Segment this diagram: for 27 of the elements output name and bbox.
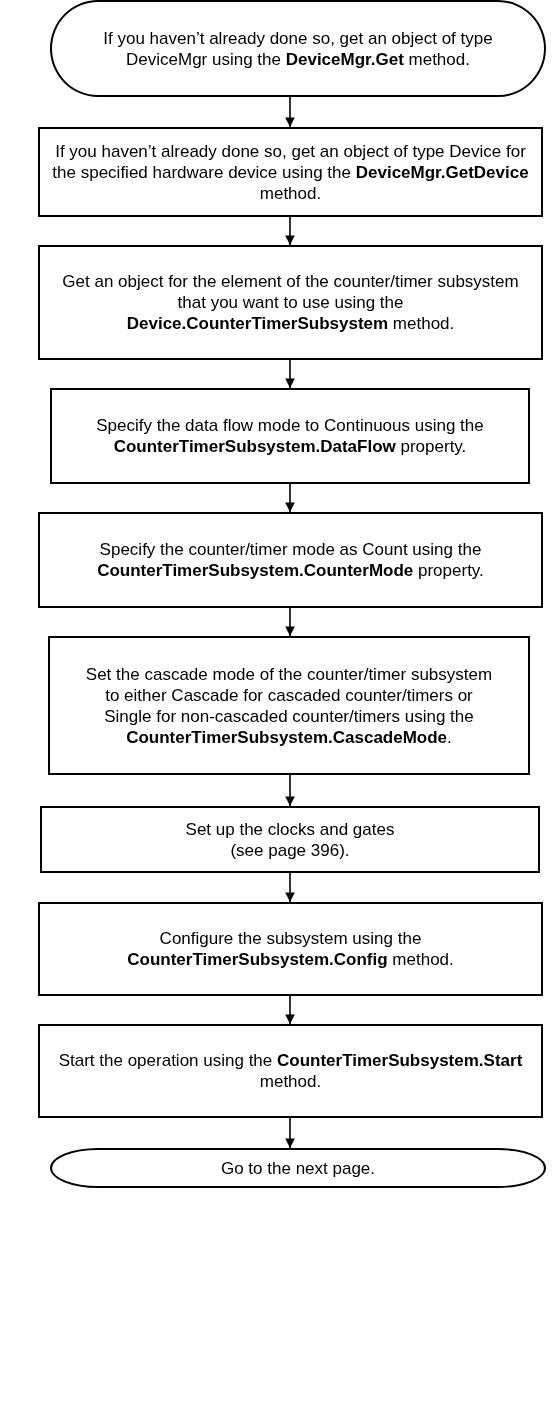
step-text: Start the operation using the CounterTimerSubsystem.Start method.: [57, 1050, 524, 1092]
step-text: Get an object for the element of the counter/timer subsystem that you want to use using the Device.CounterTimerSubsystem method.: [61, 271, 520, 334]
step-text: If you haven’t already done so, get an object of type DeviceMgr using the DeviceMgr.Get method.: [102, 27, 494, 70]
process-box: [38, 512, 543, 608]
arrow: [285, 774, 295, 807]
arrow: [285, 483, 295, 513]
process-box: [38, 1024, 543, 1118]
process-box: [38, 245, 543, 360]
step-text: Go to the next page.: [220, 1157, 376, 1179]
step-text: Specify the data flow mode to Continuous using the CounterTimerSubsystem.DataFlow property.: [95, 415, 485, 457]
step-text: If you haven’t already done so, get an object of type Device for the specified hardware device using the DeviceMgr.GetDevice method.: [51, 140, 530, 204]
arrow: [285, 359, 295, 389]
step-text: Configure the subsystem using the CounterTimerSubsystem.Config method.: [126, 928, 455, 970]
step-text: Set the cascade mode of the counter/timer subsystem to either Cascade for cascaded counter/timers or Single for non-cascaded counter/timers using the CounterTimerSubsystem.CascadeMode.: [84, 663, 494, 748]
process-box: [40, 806, 540, 873]
process-box: [38, 902, 543, 996]
step-text: Set up the clocks and gates (see page 396).: [184, 818, 396, 861]
step-text: Specify the counter/timer mode as Count using the CounterTimerSubsystem.CounterMode property.: [96, 539, 485, 581]
arrow: [285, 216, 295, 246]
arrow: [285, 607, 295, 637]
arrow: [285, 1117, 295, 1149]
arrow: [285, 872, 295, 903]
arrow: [285, 96, 295, 128]
process-box: [50, 388, 530, 484]
process-box: [38, 127, 543, 217]
arrow: [285, 995, 295, 1025]
process-box: [48, 636, 530, 775]
